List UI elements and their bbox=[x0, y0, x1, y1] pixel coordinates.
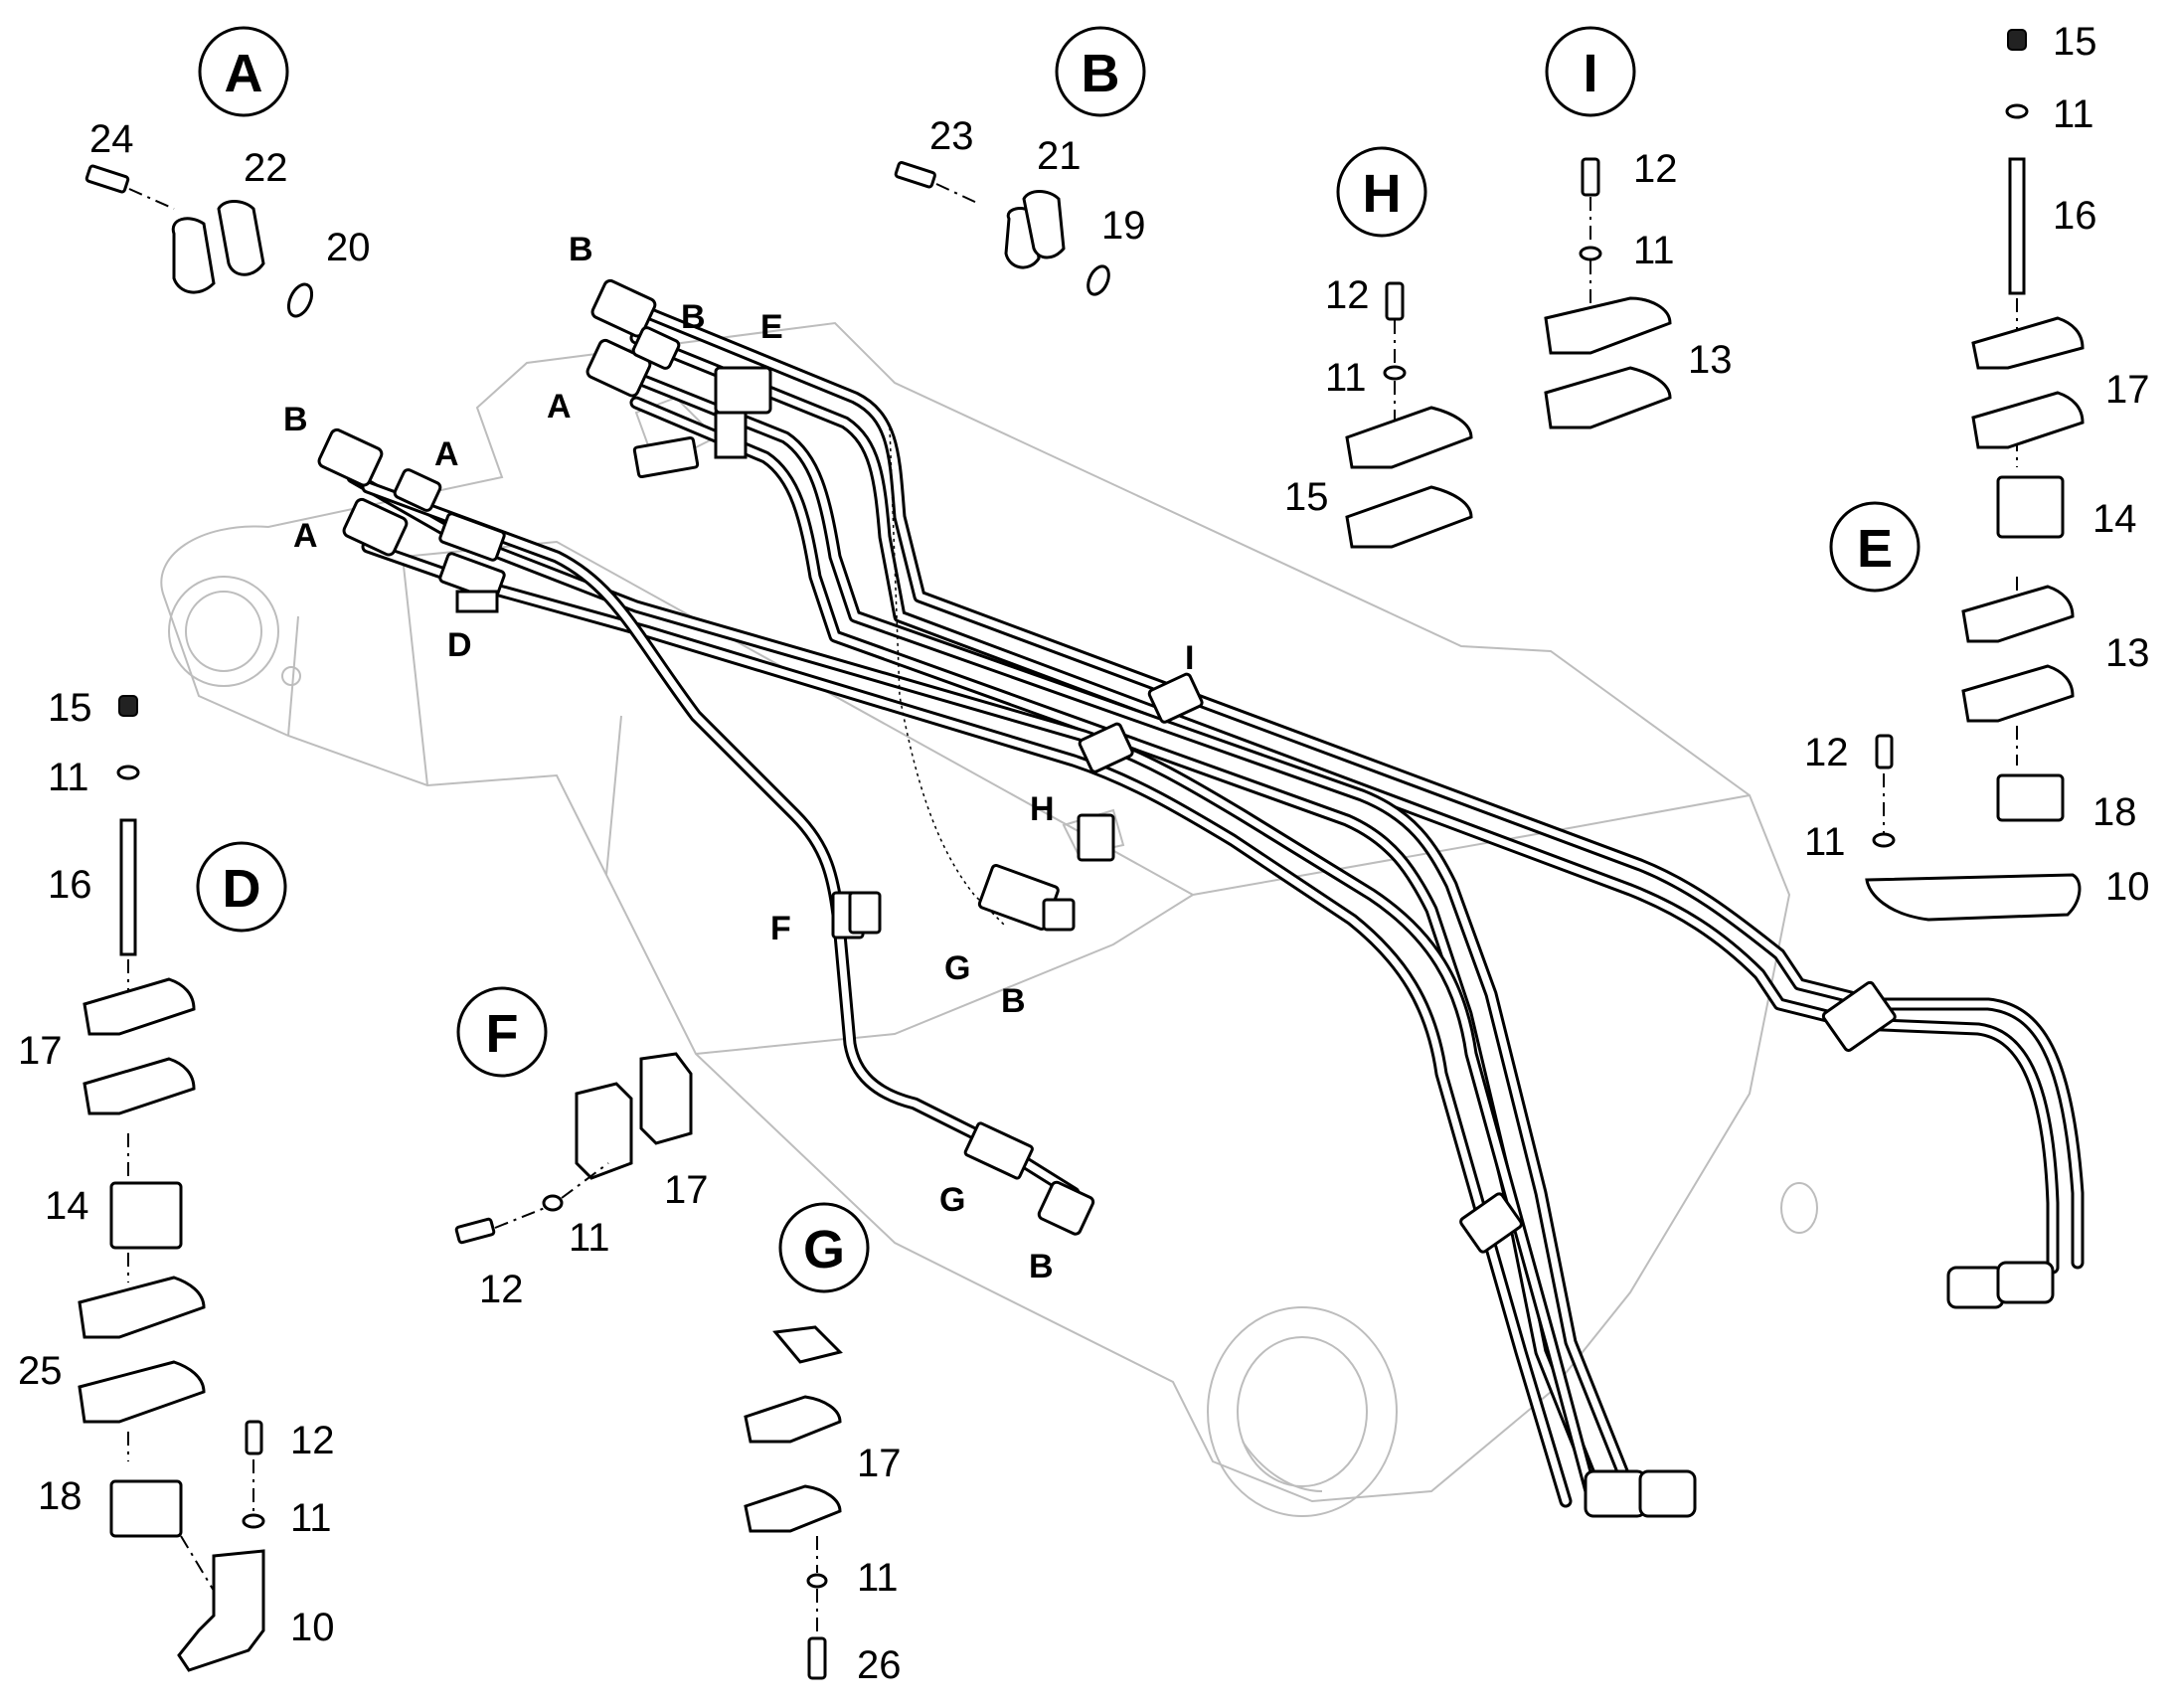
part-21: 21 bbox=[1037, 134, 1082, 178]
part-12: 12 bbox=[479, 1268, 524, 1311]
part-10: 10 bbox=[2105, 865, 2150, 909]
callout-h: H bbox=[1030, 790, 1055, 828]
part-17: 17 bbox=[2105, 368, 2150, 412]
detail-e-letter: E bbox=[1857, 519, 1893, 579]
detail-g: G 17 11 26 bbox=[744, 1202, 902, 1687]
part-17: 17 bbox=[857, 1442, 902, 1485]
detail-f: F 17 11 12 bbox=[454, 986, 709, 1311]
part-17: 17 bbox=[664, 1168, 709, 1212]
callout-g: G bbox=[939, 1181, 965, 1219]
part-11: 11 bbox=[1804, 820, 1846, 864]
part-12: 12 bbox=[1325, 273, 1370, 317]
part-26: 26 bbox=[857, 1643, 902, 1687]
callout-b: B bbox=[569, 231, 593, 268]
part-11: 11 bbox=[48, 756, 89, 799]
part-13: 13 bbox=[2105, 631, 2150, 675]
callout-i: I bbox=[1185, 639, 1194, 677]
detail-f-letter: F bbox=[486, 1004, 519, 1064]
part-17: 17 bbox=[18, 1029, 63, 1073]
part-11: 11 bbox=[1325, 356, 1367, 400]
detail-g-letter: G bbox=[803, 1220, 845, 1280]
part-15: 15 bbox=[1284, 475, 1329, 519]
callout-a: A bbox=[293, 517, 318, 555]
part-16: 16 bbox=[48, 863, 92, 907]
detail-a-letter: A bbox=[225, 44, 263, 103]
part-18: 18 bbox=[2092, 790, 2137, 834]
detail-b-letter: B bbox=[1082, 44, 1120, 103]
detail-d-letter: D bbox=[223, 859, 261, 919]
part-19: 19 bbox=[1101, 204, 1146, 248]
part-22: 22 bbox=[244, 146, 288, 190]
part-15: 15 bbox=[2053, 20, 2097, 64]
part-11: 11 bbox=[569, 1216, 610, 1260]
assembly-callouts: B B E A B A A D I H F G B G B bbox=[283, 231, 1194, 1285]
callout-g: G bbox=[944, 949, 970, 987]
callout-b: B bbox=[681, 298, 706, 336]
part-16: 16 bbox=[2053, 194, 2097, 238]
part-18: 18 bbox=[38, 1474, 83, 1518]
callout-b: B bbox=[1029, 1248, 1054, 1285]
part-11: 11 bbox=[1633, 229, 1675, 272]
part-25: 25 bbox=[18, 1349, 63, 1393]
part-10: 10 bbox=[290, 1606, 335, 1649]
part-11: 11 bbox=[857, 1556, 899, 1600]
part-11: 11 bbox=[2053, 92, 2094, 136]
part-15: 15 bbox=[48, 686, 92, 730]
detail-i: I 12 11 13 bbox=[1544, 26, 1733, 429]
hydraulic-pipes bbox=[346, 301, 2085, 1508]
detail-b: B 23 21 19 bbox=[894, 26, 1146, 296]
detail-i-letter: I bbox=[1583, 44, 1597, 103]
part-12: 12 bbox=[290, 1419, 335, 1462]
detail-d: D 15 11 16 17 14 25 18 12 11 10 bbox=[18, 686, 335, 1672]
part-14: 14 bbox=[45, 1184, 89, 1228]
callout-d: D bbox=[447, 626, 472, 664]
part-23: 23 bbox=[929, 114, 974, 158]
detail-e: E 15 11 16 17 14 13 12 11 18 10 bbox=[1804, 20, 2150, 922]
part-11: 11 bbox=[290, 1496, 332, 1540]
part-24: 24 bbox=[89, 117, 134, 161]
pipe-fittings bbox=[317, 278, 2055, 1518]
callout-a: A bbox=[434, 435, 459, 473]
part-20: 20 bbox=[326, 226, 371, 269]
detail-h: H 12 11 15 bbox=[1284, 146, 1473, 549]
callout-a: A bbox=[547, 388, 572, 426]
callout-f: F bbox=[770, 910, 791, 947]
callout-b: B bbox=[283, 401, 308, 438]
callout-b: B bbox=[1001, 982, 1026, 1020]
detail-a: A 24 22 20 bbox=[84, 26, 371, 318]
part-12: 12 bbox=[1804, 731, 1849, 774]
callout-e: E bbox=[760, 308, 783, 346]
part-13: 13 bbox=[1688, 338, 1733, 382]
part-12: 12 bbox=[1633, 147, 1678, 191]
part-14: 14 bbox=[2092, 497, 2137, 541]
detail-h-letter: H bbox=[1363, 164, 1402, 224]
